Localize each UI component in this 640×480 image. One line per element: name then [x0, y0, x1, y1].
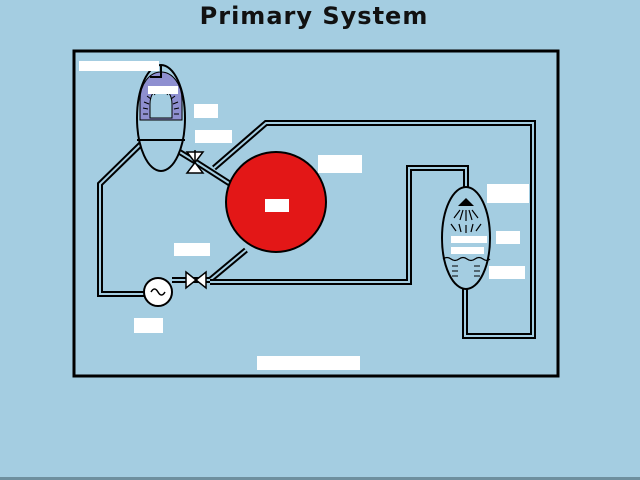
- label-box-pipe-left[interactable]: [174, 243, 210, 256]
- bottom-border: [0, 477, 640, 480]
- pipe-spray-line: [210, 165, 469, 285]
- label-box-sg-right-1[interactable]: [194, 104, 218, 118]
- label-boxes: [79, 61, 529, 370]
- diagram-frame: [72, 49, 560, 378]
- valve-lower: [185, 270, 207, 290]
- label-box-pzr-bottom[interactable]: [489, 266, 525, 279]
- heater-marks: [452, 265, 480, 277]
- reactor-coolant-pump: [143, 277, 173, 307]
- label-box-pzr-inner-1[interactable]: [451, 236, 487, 243]
- spray-pattern: [450, 209, 482, 233]
- label-box-pump[interactable]: [134, 318, 163, 333]
- valve-upper: [185, 150, 205, 174]
- piping: [97, 120, 536, 339]
- steam-generator: [136, 64, 186, 172]
- label-box-steam-outlet[interactable]: [79, 61, 159, 71]
- page-title: Primary System: [199, 2, 429, 30]
- label-box-pzr-mid[interactable]: [496, 231, 520, 244]
- label-box-sg-top[interactable]: [148, 86, 178, 94]
- pipe-left-loop: [97, 139, 146, 297]
- label-box-pzr-top[interactable]: [487, 184, 529, 203]
- label-box-reactor-top[interactable]: [318, 155, 362, 173]
- label-box-bottom[interactable]: [257, 356, 360, 370]
- label-box-sg-right-2[interactable]: [195, 130, 232, 143]
- pipe-reactor-to-pressurizer: [212, 120, 536, 339]
- label-box-reactor-core[interactable]: [265, 199, 289, 212]
- label-box-pzr-inner-2[interactable]: [451, 247, 484, 254]
